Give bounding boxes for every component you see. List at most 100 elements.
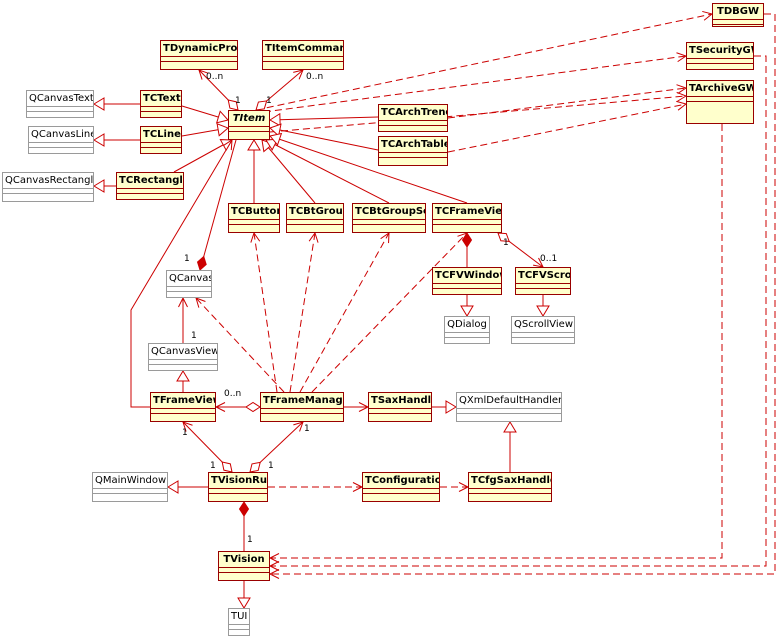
relation-dependency <box>299 232 390 393</box>
class-qxmldefaulthandler[interactable]: QXmlDefaultHandler <box>456 392 562 422</box>
class-qcanvasline[interactable]: QCanvasLine <box>28 126 94 154</box>
class-name: QXmlDefaultHandler <box>457 393 561 409</box>
class-qcanvastext[interactable]: QCanvasText <box>26 90 94 118</box>
class-qcanvasview[interactable]: QCanvasView <box>148 343 218 371</box>
class-tui[interactable]: TUI <box>228 608 250 636</box>
generalization-arrowhead <box>93 179 105 193</box>
relation-generalization <box>173 139 233 173</box>
navigability-arrowhead <box>293 421 304 432</box>
class-qmainwindow[interactable]: QMainWindow <box>92 472 168 502</box>
class-name: TCRectangle <box>117 173 183 189</box>
class-tframeview[interactable]: TFrameView <box>150 392 216 422</box>
class-name: QCanvasRectangle <box>3 173 93 189</box>
class-tcbtgroup[interactable]: TCBtGroup <box>286 203 344 233</box>
multiplicity-label: 1 <box>304 424 310 434</box>
dependency-arrowhead <box>268 561 280 571</box>
class-qcanvas[interactable]: QCanvas <box>166 270 212 298</box>
generalization-arrowhead <box>445 400 457 414</box>
relation-generalization <box>261 139 316 204</box>
dependency-arrowhead <box>457 232 468 243</box>
class-tsaxhandler[interactable]: TSaxHandler <box>368 392 432 422</box>
class-qscrollview[interactable]: QScrollView <box>511 316 575 344</box>
multiplicity-label: 1 <box>191 331 197 341</box>
class-tctext[interactable]: TCText <box>140 90 182 118</box>
class-tvisionrun[interactable]: TVisionRun <box>208 472 268 502</box>
class-name: TCArchTable <box>379 137 447 153</box>
class-name: QMainWindow <box>93 473 167 489</box>
relation-dependency <box>289 232 316 393</box>
class-tcarchtable[interactable]: TCArchTable <box>378 136 448 166</box>
class-name: QCanvas <box>167 271 211 287</box>
class-name: QDialog <box>445 317 489 333</box>
relation-dependency <box>255 13 713 111</box>
class-tcline[interactable]: TCLine <box>140 126 182 154</box>
class-titemcommand[interactable]: TItemCommand <box>262 40 344 70</box>
class-tcfvwindow[interactable]: TCFVWindow <box>432 267 502 295</box>
multiplicity-label: 0..1 <box>540 254 558 264</box>
generalization-arrowhead <box>237 597 251 609</box>
multiplicity-label: 1 <box>247 535 253 545</box>
association-arrowhead <box>223 139 233 151</box>
class-tvision[interactable]: TVision <box>218 551 270 581</box>
class-name: TArchiveGW <box>687 81 753 97</box>
class-tarchivegw[interactable]: TArchiveGW <box>686 80 754 124</box>
class-name: TVision <box>219 552 269 568</box>
class-name: TCFVScroll <box>516 268 570 284</box>
class-name: TDBGW <box>713 4 763 20</box>
aggregation-diamond <box>497 232 510 242</box>
class-tcbtgroupset[interactable]: TCBtGroupSet <box>352 203 426 233</box>
generalization-arrowhead <box>269 132 283 146</box>
class-titem[interactable]: TItem <box>228 110 270 140</box>
class-tcarchtrend[interactable]: TCArchTrend <box>378 104 448 132</box>
generalization-arrowhead <box>247 139 261 151</box>
relation-dependency <box>311 232 468 393</box>
class-name: TItem <box>229 111 269 127</box>
class-tsecuritygw[interactable]: TSecurityGW <box>686 42 754 70</box>
relation-dependency <box>447 87 687 119</box>
aggregation-diamond <box>227 99 239 111</box>
generalization-arrowhead <box>93 133 105 147</box>
multiplicity-label: 1 <box>210 461 216 471</box>
aggregation-diamond <box>245 401 261 413</box>
class-name: TCButton <box>229 204 279 220</box>
class-name: QScrollView <box>512 317 574 333</box>
class-tcrectangle[interactable]: TCRectangle <box>116 172 184 200</box>
relation-generalization <box>269 127 379 151</box>
generalization-arrowhead <box>93 97 105 111</box>
dependency-arrowhead <box>676 52 688 63</box>
relation-dependency <box>270 13 776 575</box>
class-name: TCText <box>141 91 181 107</box>
multiplicity-label: 0..n <box>306 72 324 82</box>
class-tdbgw[interactable]: TDBGW <box>712 3 764 27</box>
navigability-arrowhead <box>214 402 226 412</box>
composition-diamond <box>238 501 250 517</box>
multiplicity-label: 1 <box>503 238 509 248</box>
dependency-arrowhead <box>195 297 206 308</box>
multiplicity-label: 0..n <box>224 389 242 399</box>
multiplicity-label: 1 <box>268 461 274 471</box>
class-name: QCanvasText <box>27 91 93 107</box>
relation-generalization <box>265 139 390 204</box>
class-tcframeview[interactable]: TCFrameView <box>432 203 502 233</box>
class-tdynamicprop[interactable]: TDynamicProp <box>160 40 238 70</box>
relation-dependency <box>263 55 687 113</box>
relation-dependency <box>270 124 723 559</box>
class-tcfvscroll[interactable]: TCFVScroll <box>515 267 571 295</box>
class-tconfiguration[interactable]: TConfiguration <box>362 472 440 502</box>
class-tframemanager[interactable]: TFrameManager <box>260 392 344 422</box>
multiplicity-label: 1 <box>184 254 190 264</box>
dependency-arrowhead <box>268 569 280 579</box>
class-tcbutton[interactable]: TCButton <box>228 203 280 233</box>
class-name: TSaxHandler <box>369 393 431 409</box>
class-name: TCBtGroup <box>287 204 343 220</box>
class-qcanvasrectangle[interactable]: QCanvasRectangle <box>2 172 94 202</box>
class-tcfgsaxhandler[interactable]: TCfgSaxHandler <box>468 472 552 502</box>
relation-dependency <box>270 55 767 567</box>
aggregation-diamond <box>221 461 233 473</box>
relation-association <box>130 139 233 408</box>
class-name: TCfgSaxHandler <box>469 473 551 489</box>
class-qdialog[interactable]: QDialog <box>444 316 490 344</box>
generalization-arrowhead <box>536 305 550 317</box>
